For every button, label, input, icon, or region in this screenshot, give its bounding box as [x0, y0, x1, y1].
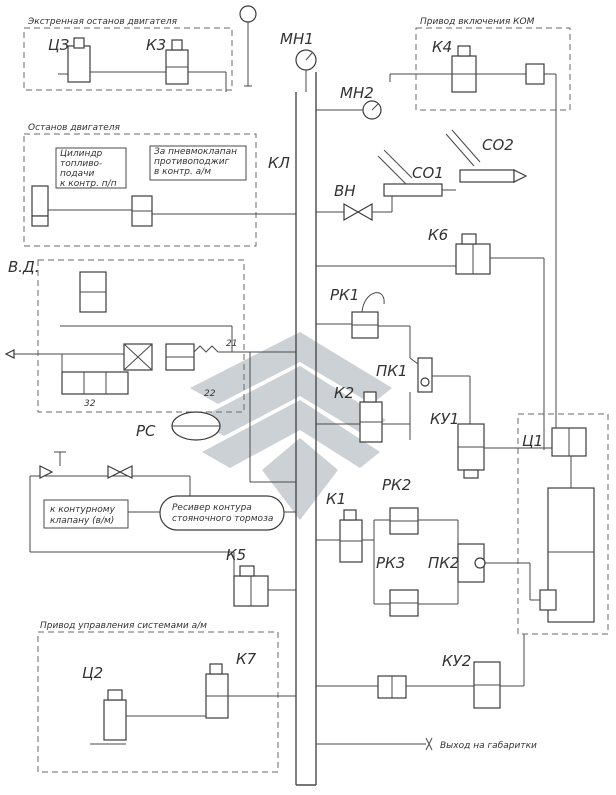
cylinder-note-4: к контр. п/п: [60, 179, 117, 189]
rk3-label: РК3: [376, 554, 405, 572]
engine-stop-valve: [131, 195, 296, 227]
co1-unit: [377, 149, 456, 197]
cylinder-note-box: [55, 147, 127, 189]
ts2-cylinder: [90, 689, 127, 745]
retarder-drive-title: Привод управления системами а/м: [40, 621, 207, 631]
watermark-logo: [190, 332, 392, 520]
num-32: 32: [84, 399, 96, 409]
num-22: 22: [204, 389, 216, 399]
vn-valve: [316, 196, 393, 222]
pk2-valve: [457, 520, 531, 604]
ts1-label: Ц1: [522, 432, 543, 450]
k2-valve: [316, 391, 411, 443]
contour-note-1: к контурному: [50, 505, 116, 515]
kr-valve: [316, 675, 474, 699]
emergency-stop-title: Экстренная останов двигателя: [27, 17, 178, 27]
pk2-label: ПК2: [428, 554, 459, 572]
receiver-line: [29, 451, 235, 590]
k6-valve: [316, 233, 545, 450]
ts2-label: Ц2: [82, 664, 103, 682]
rd-title: В.Д.: [8, 258, 40, 276]
rd-components: [4, 271, 238, 395]
cylinder-note-3: подачи: [60, 169, 94, 179]
ku1-label: КУ1: [430, 410, 459, 428]
co2-unit: [445, 129, 528, 183]
ts-cylinder: [58, 37, 166, 83]
k5-valve: [233, 565, 296, 607]
contour-note-box: [43, 499, 129, 529]
pk1-valve: [409, 357, 471, 424]
receiver-note-2: стояночного тормоза: [172, 514, 273, 524]
exit-note: Выход на габаритки: [440, 741, 537, 751]
k6-label: К6: [428, 226, 448, 244]
kl-label: КЛ: [268, 154, 290, 172]
exit-line: [316, 737, 433, 751]
rk2-label: РК2: [382, 476, 411, 494]
ku2-label: КУ2: [442, 652, 471, 670]
k7-label: К7: [236, 650, 257, 668]
engine-stop-cylinder: [31, 185, 132, 227]
co2-label: СО2: [482, 136, 514, 154]
vn-label: ВН: [334, 182, 356, 200]
ts1-box: [517, 413, 609, 635]
pk1-label: ПК1: [376, 362, 407, 380]
co1-label: СО1: [412, 164, 444, 182]
retarder-drive-box: [37, 631, 279, 773]
pneumo-note-3: в контр. а/м: [154, 167, 211, 177]
pneumo-note-2: противоподжиг: [154, 157, 230, 167]
k1-valve: [316, 509, 375, 604]
receiver-note-1: Ресивер контура: [172, 503, 252, 513]
emergency-stop-box: [23, 27, 233, 91]
cylinder-note-1: Цилиндр: [60, 149, 103, 159]
rk3-valve: [374, 589, 458, 617]
k4-valve: [390, 45, 556, 93]
k1-label: К1: [326, 490, 346, 508]
cylinder-note-2: топливо-: [60, 159, 102, 169]
ku2-valve: [473, 634, 525, 709]
contour-note-2: клапану (в/м): [50, 516, 114, 526]
mn2-gauge: [316, 100, 382, 120]
engine-stop-box: [23, 133, 257, 247]
k4-label: К4: [432, 38, 452, 56]
num-21: 21: [226, 339, 237, 349]
kom-drive-box: [415, 27, 571, 111]
k2-label: К2: [334, 384, 354, 402]
ts-label: ЦЗ: [48, 36, 70, 54]
k7-valve: [126, 663, 296, 719]
ts1-unit: [530, 427, 595, 623]
k5-label: К5: [226, 546, 246, 564]
pneumo-note-box: [149, 145, 247, 181]
pc-regulator: [171, 351, 296, 483]
engine-stop-title: Останов двигателя: [28, 123, 120, 133]
k3-label: К3: [146, 36, 166, 54]
k3-valve: [165, 39, 226, 85]
kom-drive-title: Привод включения КОМ: [420, 17, 535, 27]
mn1-gauge: [295, 49, 317, 92]
main-manifold: [295, 72, 317, 786]
rd-box: [37, 259, 245, 413]
rk2-valve: [374, 507, 458, 535]
rk1-label: РК1: [330, 286, 359, 304]
mn1-label: МН1: [280, 30, 314, 48]
rk1-valve: [316, 292, 411, 358]
pc-label: РС: [136, 422, 156, 440]
pneumo-note-1: За пневмоклапан: [154, 147, 237, 157]
receiver-tank: [159, 495, 285, 531]
emergency-gauge: [239, 5, 257, 87]
ku1-valve: [457, 423, 556, 479]
mn2-label: МН2: [340, 84, 374, 102]
